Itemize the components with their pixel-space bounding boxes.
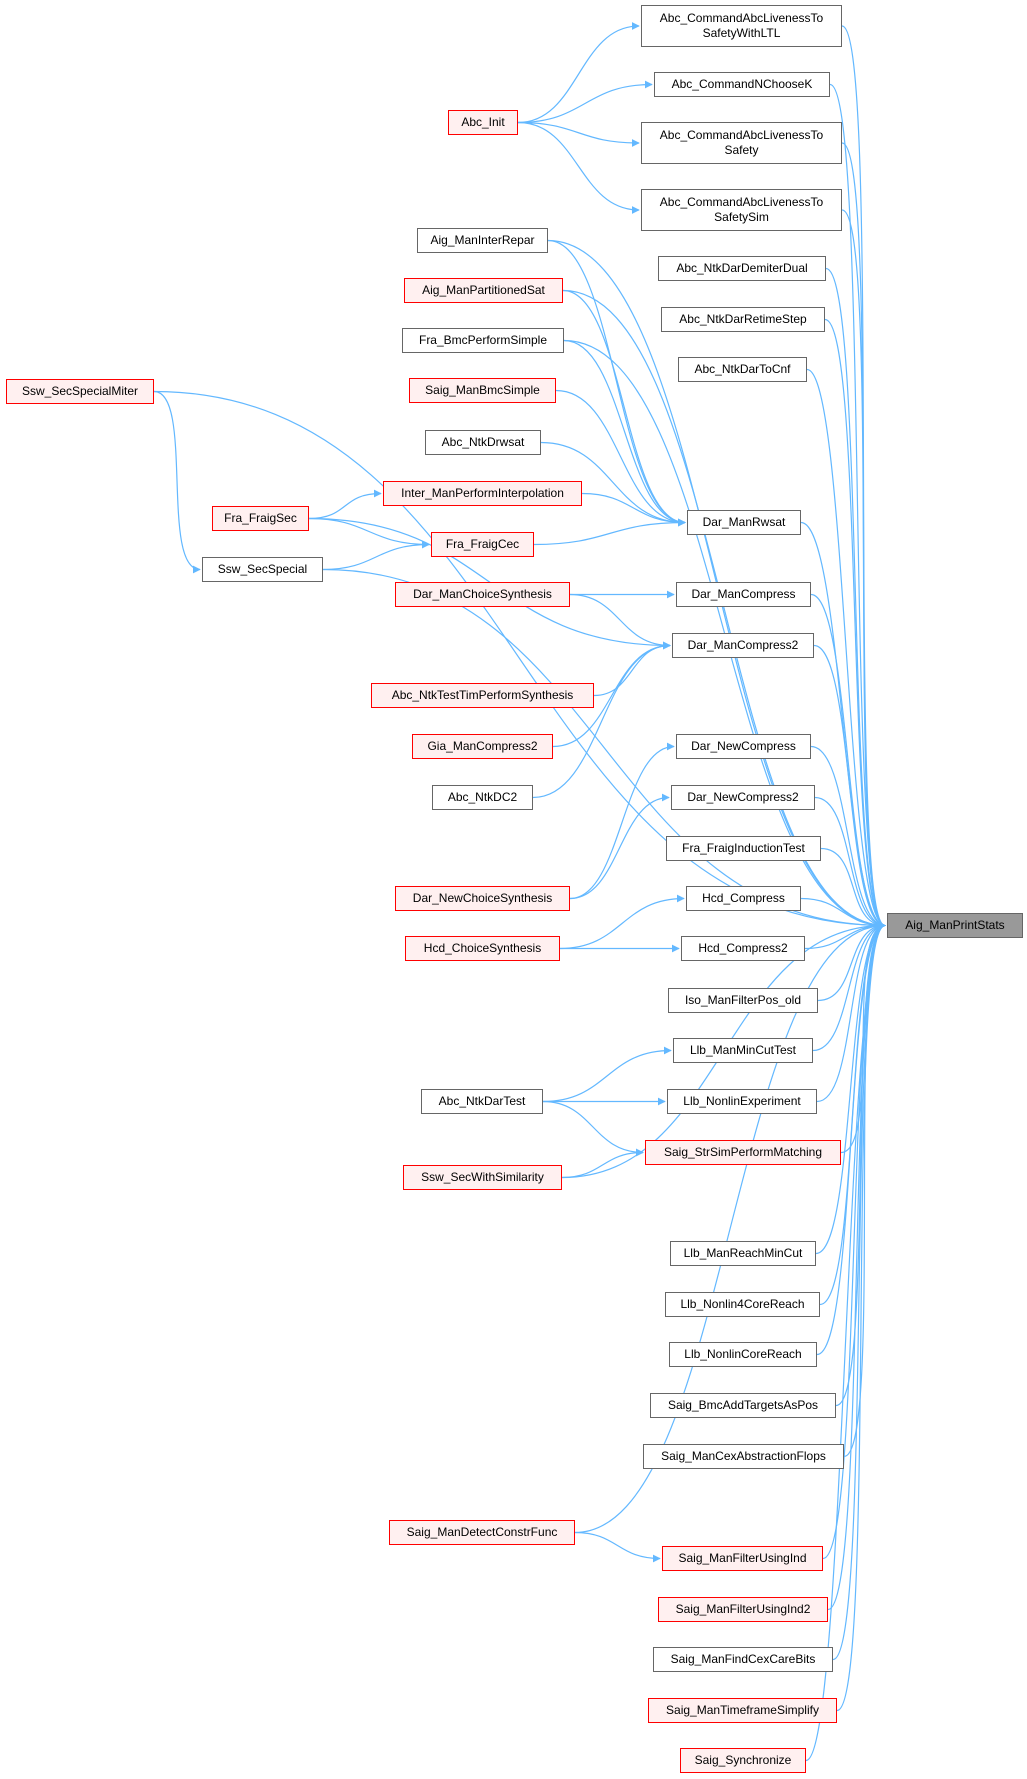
edge-abc_dartest-to-llb_mincut xyxy=(542,1046,672,1103)
edge-dar_compress-to-aig_print xyxy=(810,593,886,930)
node-abc-commandabclivenesstosafetywithltl[interactable]: Abc_CommandAbcLivenessTo SafetyWithLTL xyxy=(641,5,842,47)
node-dar-newchoicesynthesis[interactable]: Dar_NewChoiceSynthesis xyxy=(395,886,570,911)
edge-abc_tocnf-to-aig_print xyxy=(806,368,886,930)
node-abc-init[interactable]: Abc_Init xyxy=(448,110,518,135)
node-abc-commandabclivenesstosafety[interactable]: Abc_CommandAbcLivenessTo Safety xyxy=(641,122,842,164)
edge-ssw_miter-to-ssw_special xyxy=(153,390,201,574)
edge-aig_partsat-to-aig_print xyxy=(562,289,886,930)
node-iso-manfilterpos-old[interactable]: Iso_ManFilterPos_old xyxy=(668,988,818,1013)
edge-abc_drwsat-to-dar_rwsat xyxy=(540,441,686,527)
edge-saig_timeframe-to-aig_print xyxy=(836,921,886,1712)
node-abc-commandabclivenesstosafetysim[interactable]: Abc_CommandAbcLivenessTo SafetySim xyxy=(641,189,842,231)
edge-fra_fraigsec-to-fra_fraigcec xyxy=(308,517,430,549)
node-llb-manreachmincut[interactable]: Llb_ManReachMinCut xyxy=(670,1241,816,1266)
node-abc-ntkdartest[interactable]: Abc_NtkDarTest xyxy=(421,1089,543,1114)
node-hcd-compress[interactable]: Hcd_Compress xyxy=(686,886,801,911)
edge-dar_newchoice-to-dar_newcompress2 xyxy=(569,793,670,900)
edge-abc_dartest-to-saig_strsim xyxy=(542,1100,644,1157)
node-ssw-secspecialmiter[interactable]: Ssw_SecSpecialMiter xyxy=(6,379,154,404)
node-abc-ntkdardemiterdual[interactable]: Abc_NtkDarDemiterDual xyxy=(658,256,826,281)
edge-saig_detect-to-saig_filterind xyxy=(574,1531,661,1563)
edge-dar_compress2-to-aig_print xyxy=(813,644,886,930)
node-saig-manfilterusingind[interactable]: Saig_ManFilterUsingInd xyxy=(662,1546,823,1571)
edge-fra_induction-to-aig_print xyxy=(820,847,886,930)
node-gia-mancompress2[interactable]: Gia_ManCompress2 xyxy=(412,734,553,759)
node-aig-manprintstats[interactable]: Aig_ManPrintStats xyxy=(887,913,1023,938)
edge-dar_rwsat-to-aig_print xyxy=(800,521,886,930)
node-dar-mancompress[interactable]: Dar_ManCompress xyxy=(676,582,811,607)
node-saig-manbmcsimple[interactable]: Saig_ManBmcSimple xyxy=(409,378,556,403)
node-saig-mancexabstractionflops[interactable]: Saig_ManCexAbstractionFlops xyxy=(643,1444,844,1469)
node-ssw-secspecial[interactable]: Ssw_SecSpecial xyxy=(202,557,323,582)
edge-abc_retime-to-aig_print xyxy=(824,318,886,930)
node-saig-strsimperformmatching[interactable]: Saig_StrSimPerformMatching xyxy=(645,1140,841,1165)
edge-saig_sync-to-aig_print xyxy=(805,921,886,1762)
node-llb-nonlincorereach[interactable]: Llb_NonlinCoreReach xyxy=(669,1342,817,1367)
node-saig-bmcaddtargetsaspos[interactable]: Saig_BmcAddTargetsAsPos xyxy=(650,1393,836,1418)
edge-hcd_choice-to-hcd_compress xyxy=(559,894,685,950)
edge-dar_newchoice-to-dar_newcompress xyxy=(569,742,675,900)
edge-dar_choice-to-dar_compress2 xyxy=(569,593,671,650)
node-fra-bmcperformsimple[interactable]: Fra_BmcPerformSimple xyxy=(402,328,564,353)
node-aig-maninterrepar[interactable]: Aig_ManInterRepar xyxy=(417,228,548,253)
edge-abc_init-to-abc_liveness_sim xyxy=(517,121,640,214)
edge-saig_bmc-to-dar_rwsat xyxy=(555,389,686,527)
node-llb-manmincuttest[interactable]: Llb_ManMinCutTest xyxy=(673,1038,813,1063)
node-hcd-choicesynthesis[interactable]: Hcd_ChoiceSynthesis xyxy=(405,936,560,961)
edge-llb_mincut-to-aig_print xyxy=(812,921,886,1052)
edge-abc_init-to-abc_nchoosek xyxy=(517,80,653,124)
node-abc-commandnchoosek[interactable]: Abc_CommandNChooseK xyxy=(654,72,830,97)
edge-llb_nonlinexp-to-aig_print xyxy=(816,921,886,1103)
edge-llb_reachmincut-to-aig_print xyxy=(815,921,886,1255)
node-dar-mancompress2[interactable]: Dar_ManCompress2 xyxy=(672,633,814,658)
node-dar-newcompress[interactable]: Dar_NewCompress xyxy=(676,734,811,759)
edge-dar_newcompress2-to-aig_print xyxy=(814,796,886,930)
edge-abc_init-to-abc_liveness_ltl xyxy=(517,22,640,124)
node-saig-mantimeframesimplify[interactable]: Saig_ManTimeframeSimplify xyxy=(648,1698,837,1723)
edge-aig_partsat-to-dar_rwsat xyxy=(562,289,686,527)
edge-saig_findcex-to-aig_print xyxy=(832,921,886,1661)
node-dar-manchoicesynthesis[interactable]: Dar_ManChoiceSynthesis xyxy=(395,582,570,607)
edge-hcd_compress-to-aig_print xyxy=(800,897,886,930)
edge-abc_timperf-to-dar_compress2 xyxy=(593,641,671,697)
node-saig-manfindcexcarebits[interactable]: Saig_ManFindCexCareBits xyxy=(653,1647,833,1672)
node-llb-nonlinexperiment[interactable]: Llb_NonlinExperiment xyxy=(667,1089,817,1114)
node-abc-ntktesttimperformsynthesis[interactable]: Abc_NtkTestTimPerformSynthesis xyxy=(371,683,594,708)
edge-inter_perf-to-dar_rwsat xyxy=(581,492,686,527)
node-dar-manrwsat[interactable]: Dar_ManRwsat xyxy=(687,510,801,535)
edge-saig_cexabs-to-aig_print xyxy=(843,921,886,1458)
node-fra-fraigsec[interactable]: Fra_FraigSec xyxy=(212,506,309,531)
node-saig-mandetectconstrfunc[interactable]: Saig_ManDetectConstrFunc xyxy=(389,1520,575,1545)
node-abc-ntkdarretimestep[interactable]: Abc_NtkDarRetimeStep xyxy=(661,307,825,332)
edge-dar_newcompress-to-aig_print xyxy=(810,745,886,930)
edge-llb_nonlincore-to-aig_print xyxy=(816,921,886,1356)
edge-abc_liveness_sim-to-aig_print xyxy=(841,209,886,930)
node-dar-newcompress2[interactable]: Dar_NewCompress2 xyxy=(671,785,815,810)
edge-saig_detect-to-aig_print xyxy=(574,921,886,1534)
node-fra-fraiginductiontest[interactable]: Fra_FraigInductionTest xyxy=(666,836,821,861)
edge-ssw_similarity-to-saig_strsim xyxy=(561,1148,644,1179)
node-llb-nonlin4corereach[interactable]: Llb_Nonlin4CoreReach xyxy=(665,1292,820,1317)
node-inter-manperforminterpolation[interactable]: Inter_ManPerformInterpolation xyxy=(383,481,582,506)
edge-fra_bmc-to-dar_rwsat xyxy=(563,339,686,527)
edge-iso_filter-to-aig_print xyxy=(817,921,886,1002)
node-saig-synchronize[interactable]: Saig_Synchronize xyxy=(680,1748,806,1773)
node-abc-ntkdc2[interactable]: Abc_NtkDC2 xyxy=(432,785,533,810)
edge-fra_fraigsec-to-inter_perf xyxy=(308,489,382,520)
edge-fra_fraigcec-to-dar_rwsat xyxy=(533,518,686,546)
node-aig-manpartitionedsat[interactable]: Aig_ManPartitionedSat xyxy=(404,278,563,303)
node-fra-fraigcec[interactable]: Fra_FraigCec xyxy=(431,532,534,557)
node-saig-manfilterusingind2[interactable]: Saig_ManFilterUsingInd2 xyxy=(658,1597,828,1622)
edge-abc_init-to-abc_liveness_safety xyxy=(517,121,640,147)
node-ssw-secwithsimilarity[interactable]: Ssw_SecWithSimilarity xyxy=(403,1165,562,1190)
node-abc-ntkdrwsat[interactable]: Abc_NtkDrwsat xyxy=(425,430,541,455)
edge-abc_dc2-to-dar_compress2 xyxy=(532,641,671,799)
edge-ssw_special-to-fra_fraigcec xyxy=(322,540,430,571)
node-hcd-compress2[interactable]: Hcd_Compress2 xyxy=(681,936,805,961)
node-abc-ntkdartocnf[interactable]: Abc_NtkDarToCnf xyxy=(678,357,807,382)
